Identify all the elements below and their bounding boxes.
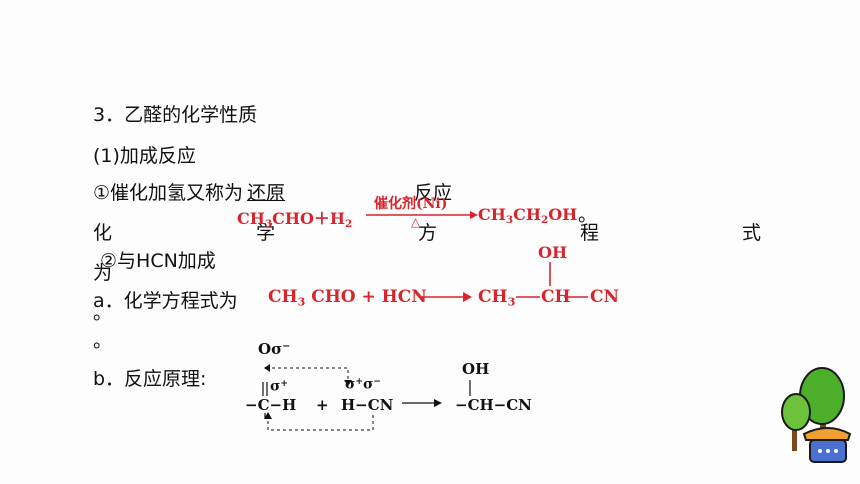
- mech-product-oh: OH: [462, 360, 490, 378]
- hcn-product-bonds: [516, 262, 588, 298]
- filler-char-2: 学: [256, 222, 276, 244]
- section-title: 3．乙醛的化学性质: [93, 104, 258, 126]
- mech-hcn-charges: σ+σ−: [345, 376, 381, 393]
- subsection-addition: (1)加成反应: [93, 145, 196, 167]
- hydrogenation-answer-blank: 还原: [247, 182, 286, 204]
- mechanism-label: b．反应原理:: [93, 368, 207, 390]
- hcn-product-ch3: CH3: [478, 287, 516, 309]
- hcn-equation-label: a．化学方程式为: [93, 290, 238, 312]
- hydrogenation-suffix: 反应: [414, 182, 453, 204]
- hcn-product-cn: CN: [590, 287, 620, 307]
- hcn-product-oh: OH: [538, 243, 568, 262]
- hcn-arrow: [420, 292, 472, 302]
- filler-char-5: 式: [742, 222, 762, 244]
- mech-hcn: H−CN: [341, 396, 394, 414]
- hcn-period-1: 。: [93, 302, 113, 324]
- hcn-product-ch: CH: [541, 287, 571, 307]
- hydrogenation-question: ①催化加氢又称为还原: [93, 178, 387, 205]
- heat-condition: △: [411, 215, 421, 229]
- hcn-reactants: CH3 CHO + HCN: [268, 287, 427, 309]
- filler-char-4: 程: [580, 222, 600, 244]
- catalyst-label: 催化剂(Ni): [374, 196, 448, 212]
- mech-sigma-minus-o: Oσ−: [258, 340, 291, 358]
- hcn-title: ②与HCN加成: [100, 250, 216, 272]
- mechanism-diagram: [262, 364, 471, 431]
- mech-product: −CH−CN: [455, 396, 532, 414]
- filler-last-char: 为: [93, 262, 113, 284]
- hydrogenation-reactants: CH3CHO＋H2: [237, 209, 353, 231]
- hydrogenation-product: CH3CH2OH: [478, 205, 578, 227]
- filler-char-3: 方: [418, 222, 438, 244]
- hydrogenation-period: 。: [578, 204, 598, 226]
- hydrogenation-prefix: ①催化加氢又称为: [93, 182, 244, 204]
- filler-char-1: 化: [93, 222, 113, 244]
- mech-carbonyl: −C−H: [245, 396, 297, 414]
- hcn-period-2: 。: [93, 330, 113, 352]
- hydrogenation-arrow: [366, 211, 478, 219]
- mech-sigma-plus-c: σ+: [270, 378, 288, 395]
- tree-house-illustration: [781, 367, 852, 463]
- mech-plus-sign: +: [316, 396, 329, 414]
